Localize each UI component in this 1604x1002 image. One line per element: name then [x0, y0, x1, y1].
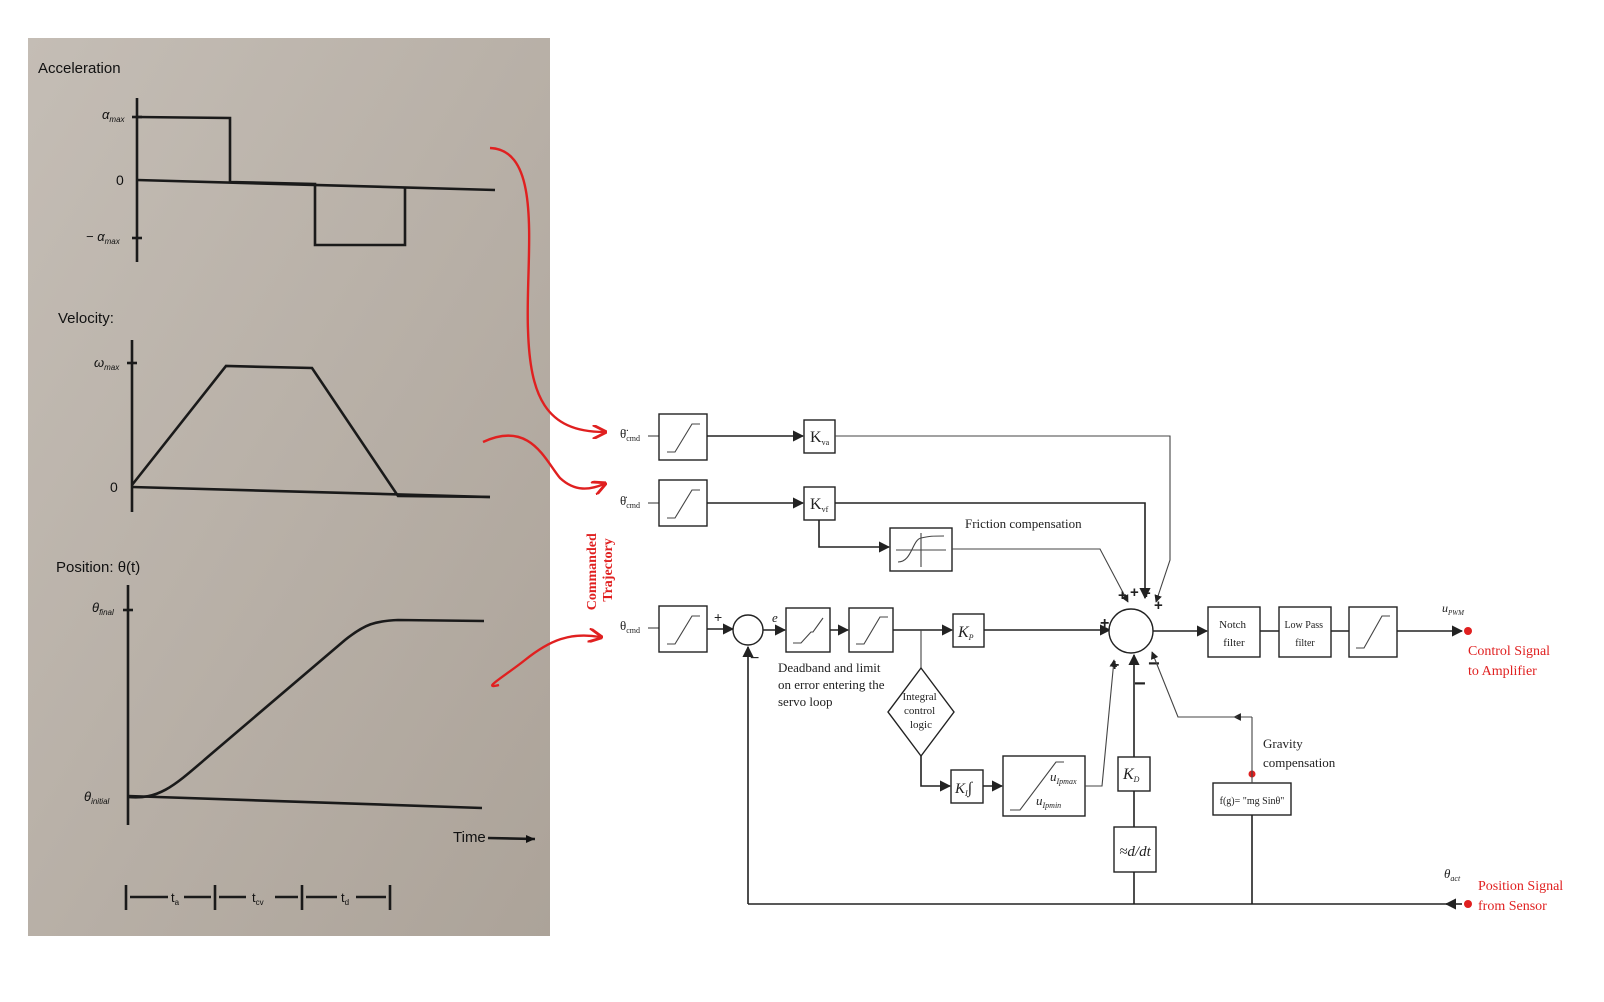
- vel-zero-label: 0: [110, 479, 118, 495]
- friction-label: Friction compensation: [965, 516, 1082, 531]
- ki-integrator-block: KI∫: [950, 769, 984, 804]
- svg-text:≈d/dt: ≈d/dt: [1119, 844, 1151, 860]
- time-label: Time: [453, 829, 486, 846]
- svg-text:Notch filter: Notch filter: [1219, 619, 1249, 649]
- summer-plus-1: +: [1118, 587, 1127, 604]
- summer-plus-2: +: [1130, 584, 1139, 601]
- amax-label: αmax: [102, 107, 126, 124]
- integral-control-logic: Integral control logic: [887, 666, 955, 758]
- theta-initial-label: θinitial: [84, 789, 110, 806]
- deadband-label: Deadband and limit on error entering the…: [778, 660, 888, 709]
- svg-text:Kvf: Kvf: [810, 496, 829, 514]
- acceleration-title: Acceleration: [38, 60, 121, 77]
- error-plus-sign: +: [714, 609, 722, 625]
- summer-plus-3: +: [1142, 585, 1151, 602]
- wmax-label: ωmax: [94, 355, 120, 372]
- tcv-label: tcv: [252, 890, 264, 907]
- error-limit-block: [848, 607, 894, 653]
- u-pwm-label: uPWM: [1442, 601, 1465, 617]
- notch-filter-block: Notch filter: [1207, 606, 1261, 658]
- td-label: td: [341, 890, 349, 907]
- error-label: e: [772, 610, 778, 625]
- main-summing-junction: [1108, 608, 1154, 654]
- summer-plus-6: +: [1110, 657, 1119, 674]
- integral-limit-block: uIpmax uIpmin: [1002, 755, 1086, 817]
- position-signal-label: Position Signal from Sensor: [1478, 879, 1567, 914]
- pos-saturation-block: [658, 605, 708, 653]
- theta-ddot-cmd-label: θ̈cmd: [620, 426, 640, 443]
- accel-saturation-block: [658, 413, 708, 461]
- position-plot: Position: θ(t) θfinal θinitial Time: [56, 559, 536, 846]
- output-saturation-block: [1348, 606, 1398, 658]
- motion-profile-photo: Acceleration αmax 0 − αmax Velocity: ωma…: [28, 38, 550, 936]
- position-title: Position: θ(t): [56, 559, 140, 576]
- control-signal-label: Control Signal to Amplifier: [1468, 644, 1554, 679]
- summer-plus-4: +: [1154, 597, 1163, 614]
- svg-text:KI∫: KI∫: [954, 780, 974, 798]
- vel-saturation-block: [658, 479, 708, 527]
- interval-markers: ta tcv td: [124, 885, 392, 910]
- neg-amax-label: − αmax: [86, 229, 121, 246]
- kva-gain-block: Kva: [803, 419, 836, 454]
- annotation-arrows: Commanded Trajectory: [482, 146, 616, 688]
- kvf-gain-block: Kvf: [803, 486, 836, 521]
- ta-label: ta: [171, 890, 180, 907]
- deadband-block: [785, 607, 831, 653]
- svg-text:Low Pass filter: Low Pass filter: [1284, 620, 1325, 649]
- summer-minus-2: −: [1134, 673, 1146, 695]
- svg-text:uIpmin: uIpmin: [1036, 793, 1061, 810]
- error-minus-sign: −: [750, 650, 759, 667]
- accel-zero-label: 0: [116, 172, 124, 188]
- summer-plus-5: +: [1100, 615, 1109, 632]
- summer-minus-1: −: [1148, 653, 1160, 675]
- svg-text:f(g)= "mg Sinθ": f(g)= "mg Sinθ": [1220, 796, 1285, 807]
- theta-dot-cmd-label: θ̇cmd: [620, 493, 640, 510]
- error-summing-junction: [732, 614, 764, 646]
- block-diagram: θ̈cmd θ̇cmd θcmd Kva Kvf: [620, 413, 1567, 914]
- svg-text:KP: KP: [957, 624, 974, 642]
- theta-final-label: θfinal: [92, 600, 114, 617]
- theta-act-label: θact: [1444, 866, 1461, 883]
- gravity-function-block: f(g)= "mg Sinθ": [1212, 782, 1292, 816]
- velocity-plot: Velocity: ωmax 0: [58, 310, 491, 512]
- derivative-block: ≈d/dt: [1113, 826, 1157, 873]
- output-terminal: [1464, 627, 1472, 635]
- svg-text:Kva: Kva: [810, 429, 830, 447]
- theta-cmd-label: θcmd: [620, 618, 640, 635]
- friction-compensation-block: [889, 527, 953, 572]
- velocity-title: Velocity:: [58, 310, 114, 327]
- svg-text:Integral control: Integral control logic: [903, 691, 940, 731]
- kp-gain-block: KP: [952, 613, 985, 648]
- gravity-label: Gravity compensation: [1263, 736, 1336, 770]
- commanded-trajectory-label: Commanded Trajectory: [585, 530, 616, 611]
- low-pass-filter-block: Low Pass filter: [1278, 606, 1332, 658]
- svg-text:KD: KD: [1122, 766, 1140, 784]
- acceleration-plot: Acceleration αmax 0 − αmax: [38, 60, 496, 262]
- svg-text:uIpmax: uIpmax: [1050, 769, 1077, 786]
- sensor-terminal: [1464, 900, 1472, 908]
- kd-gain-block: KD: [1117, 756, 1151, 792]
